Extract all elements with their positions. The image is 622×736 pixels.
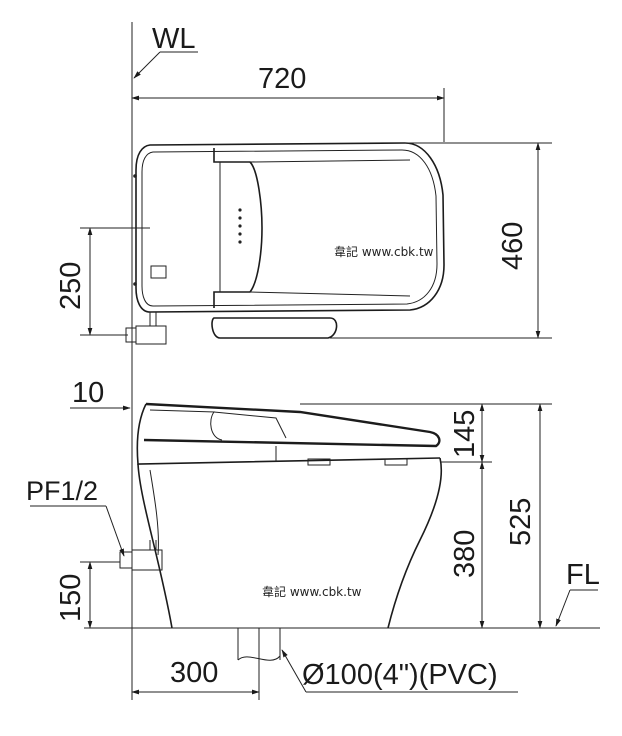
- plan-watermark: 韋記 www.cbk.tw: [334, 244, 434, 259]
- seat-height-value: 145: [449, 410, 481, 458]
- height-dimensions: [300, 403, 552, 629]
- supply-offset-dimension: [80, 227, 150, 336]
- side-view: [119, 402, 443, 661]
- wall-gap-value: 10: [72, 377, 104, 409]
- drain-label: Ø100(4")(PVC): [302, 659, 498, 691]
- floor-label: FL: [566, 559, 600, 591]
- width-value: 460: [497, 222, 529, 270]
- length-value: 720: [258, 63, 306, 95]
- plan-view: [125, 142, 445, 345]
- supply-offset-value: 250: [55, 262, 87, 310]
- length-dimension: [131, 88, 445, 142]
- floor-label-leader: [555, 589, 598, 627]
- side-supply-valve: [119, 540, 163, 571]
- control-buttons: [238, 208, 242, 244]
- supply-height-value: 150: [55, 574, 87, 622]
- width-dimension: [330, 142, 552, 339]
- supply-height-dimension: [80, 561, 120, 629]
- wall-label-leader: [133, 51, 198, 79]
- total-height-value: 525: [505, 498, 537, 546]
- wall-label: WL: [152, 23, 196, 55]
- side-watermark: 韋記 www.cbk.tw: [262, 584, 362, 599]
- rough-in-value: 300: [170, 657, 218, 689]
- supply-pipe-label: PF1/2: [26, 476, 98, 506]
- supply-pipe-leader: [30, 505, 125, 557]
- drain-leader: [281, 649, 518, 693]
- rough-in-dimension: [131, 628, 260, 700]
- bowl-height-value: 380: [449, 530, 481, 578]
